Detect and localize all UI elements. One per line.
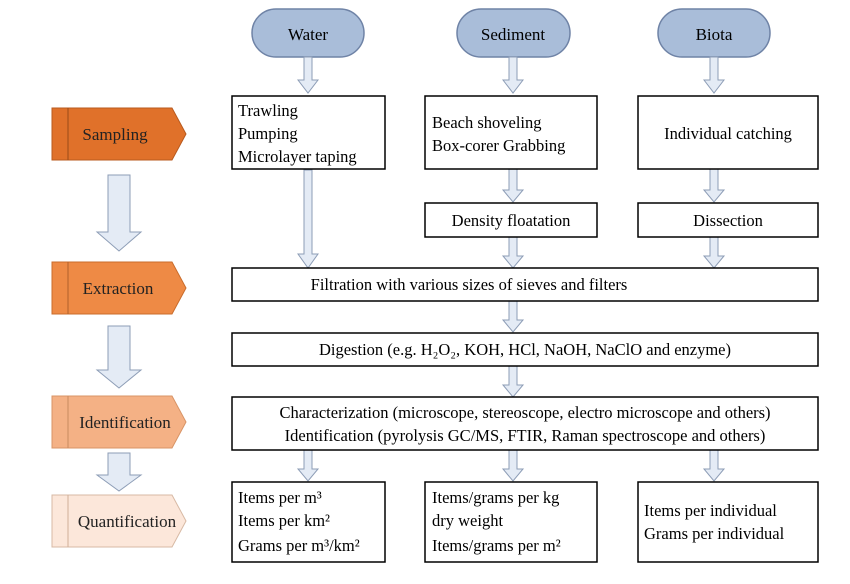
box-biota-quant: Items per individual Grams per individua… (637, 481, 819, 563)
stage-identification-label: Identification (79, 413, 171, 432)
stage-identification: Identification (51, 395, 187, 449)
digestion-text: Digestion (e.g. H₂O₂, KOH, HCl, NaOH, Na… (319, 340, 731, 359)
stage-extraction: Extraction (51, 261, 187, 315)
filtration-text: Filtration with various sizes of sieves … (311, 275, 628, 294)
stage-quantification-label: Quantification (78, 512, 177, 531)
arrow-digestion-to-identification (501, 365, 525, 398)
box-identification: Characterization (microscope, stereoscop… (231, 396, 819, 451)
source-water: Water (251, 8, 365, 58)
box-biota-sampling: Individual catching (637, 95, 819, 170)
arrow-filtration-to-digestion (501, 300, 525, 333)
sediment-quant-line: dry weight (432, 511, 503, 530)
box-sediment-quant: Items/grams per kg dry weight Items/gram… (424, 481, 598, 563)
stage-sampling: Sampling (51, 107, 187, 161)
stage-arrow-2 (95, 325, 143, 389)
sediment-sampling-line: Beach shoveling (432, 113, 542, 132)
sediment-quant-line: Items/grams per m² (432, 536, 561, 555)
stage-quantification: Quantification (51, 494, 187, 548)
arrow-biota-to-sampling (702, 56, 726, 94)
arrow-biota-to-dissection (702, 168, 726, 203)
stage-arrow-3 (95, 452, 143, 492)
source-sediment: Sediment (456, 8, 571, 58)
box-dissection: Dissection (637, 202, 819, 238)
water-sampling-line: Pumping (238, 124, 298, 143)
biota-sampling-line: Individual catching (664, 124, 792, 143)
box-water-sampling: Trawling Pumping Microlayer taping (231, 95, 386, 170)
sediment-sampling-line: Box-corer Grabbing (432, 136, 565, 155)
identification-text: Identification (pyrolysis GC/MS, FTIR, R… (285, 426, 766, 445)
biota-quant-line: Items per individual (644, 501, 777, 520)
water-quant-line: Grams per m³/km² (238, 536, 360, 555)
arrow-to-biota-quant (702, 449, 726, 482)
sediment-quant-line: Items/grams per kg (432, 488, 559, 507)
biota-quant-line: Grams per individual (644, 524, 785, 543)
box-digestion: Digestion (e.g. H₂O₂, KOH, HCl, NaOH, Na… (231, 332, 819, 367)
arrow-water-to-filtration (297, 169, 319, 269)
arrow-sediment-to-floatation (501, 168, 525, 203)
dissection-text: Dissection (693, 211, 763, 230)
arrow-to-sediment-quant (501, 449, 525, 482)
stage-identification-shape (51, 395, 187, 449)
water-sampling-line: Microlayer taping (238, 147, 357, 166)
stage-sampling-label: Sampling (82, 125, 148, 144)
box-water-quant: Items per m³ Items per km² Grams per m³/… (231, 481, 386, 563)
characterization-text: Characterization (microscope, stereoscop… (279, 403, 770, 422)
stage-extraction-label: Extraction (83, 279, 154, 298)
stage-arrows (95, 174, 143, 492)
stage-arrow-1 (95, 174, 143, 252)
arrow-dissection-to-filtration (702, 236, 726, 269)
flow-arrows (296, 56, 726, 482)
density-floatation-text: Density floatation (452, 211, 571, 230)
source-sediment-label: Sediment (481, 25, 545, 44)
source-biota: Biota (657, 8, 771, 58)
box-sediment-sampling: Beach shoveling Box-corer Grabbing (424, 95, 598, 170)
stage-extraction-shape (51, 261, 187, 315)
box-filtration: Filtration with various sizes of sieves … (231, 267, 819, 302)
source-biota-label: Biota (696, 25, 733, 44)
arrow-sediment-to-sampling (501, 56, 525, 94)
arrow-to-water-quant (296, 449, 320, 482)
stage-sampling-shape (51, 107, 187, 161)
arrow-water-to-sampling (296, 56, 320, 94)
stage-quantification-shape (51, 494, 187, 548)
box-density-floatation: Density floatation (424, 202, 598, 238)
water-quant-line: Items per km² (238, 511, 330, 530)
source-water-label: Water (288, 25, 328, 44)
water-sampling-line: Trawling (238, 101, 298, 120)
water-quant-line: Items per m³ (238, 488, 322, 507)
arrow-floatation-to-filtration (501, 236, 525, 269)
